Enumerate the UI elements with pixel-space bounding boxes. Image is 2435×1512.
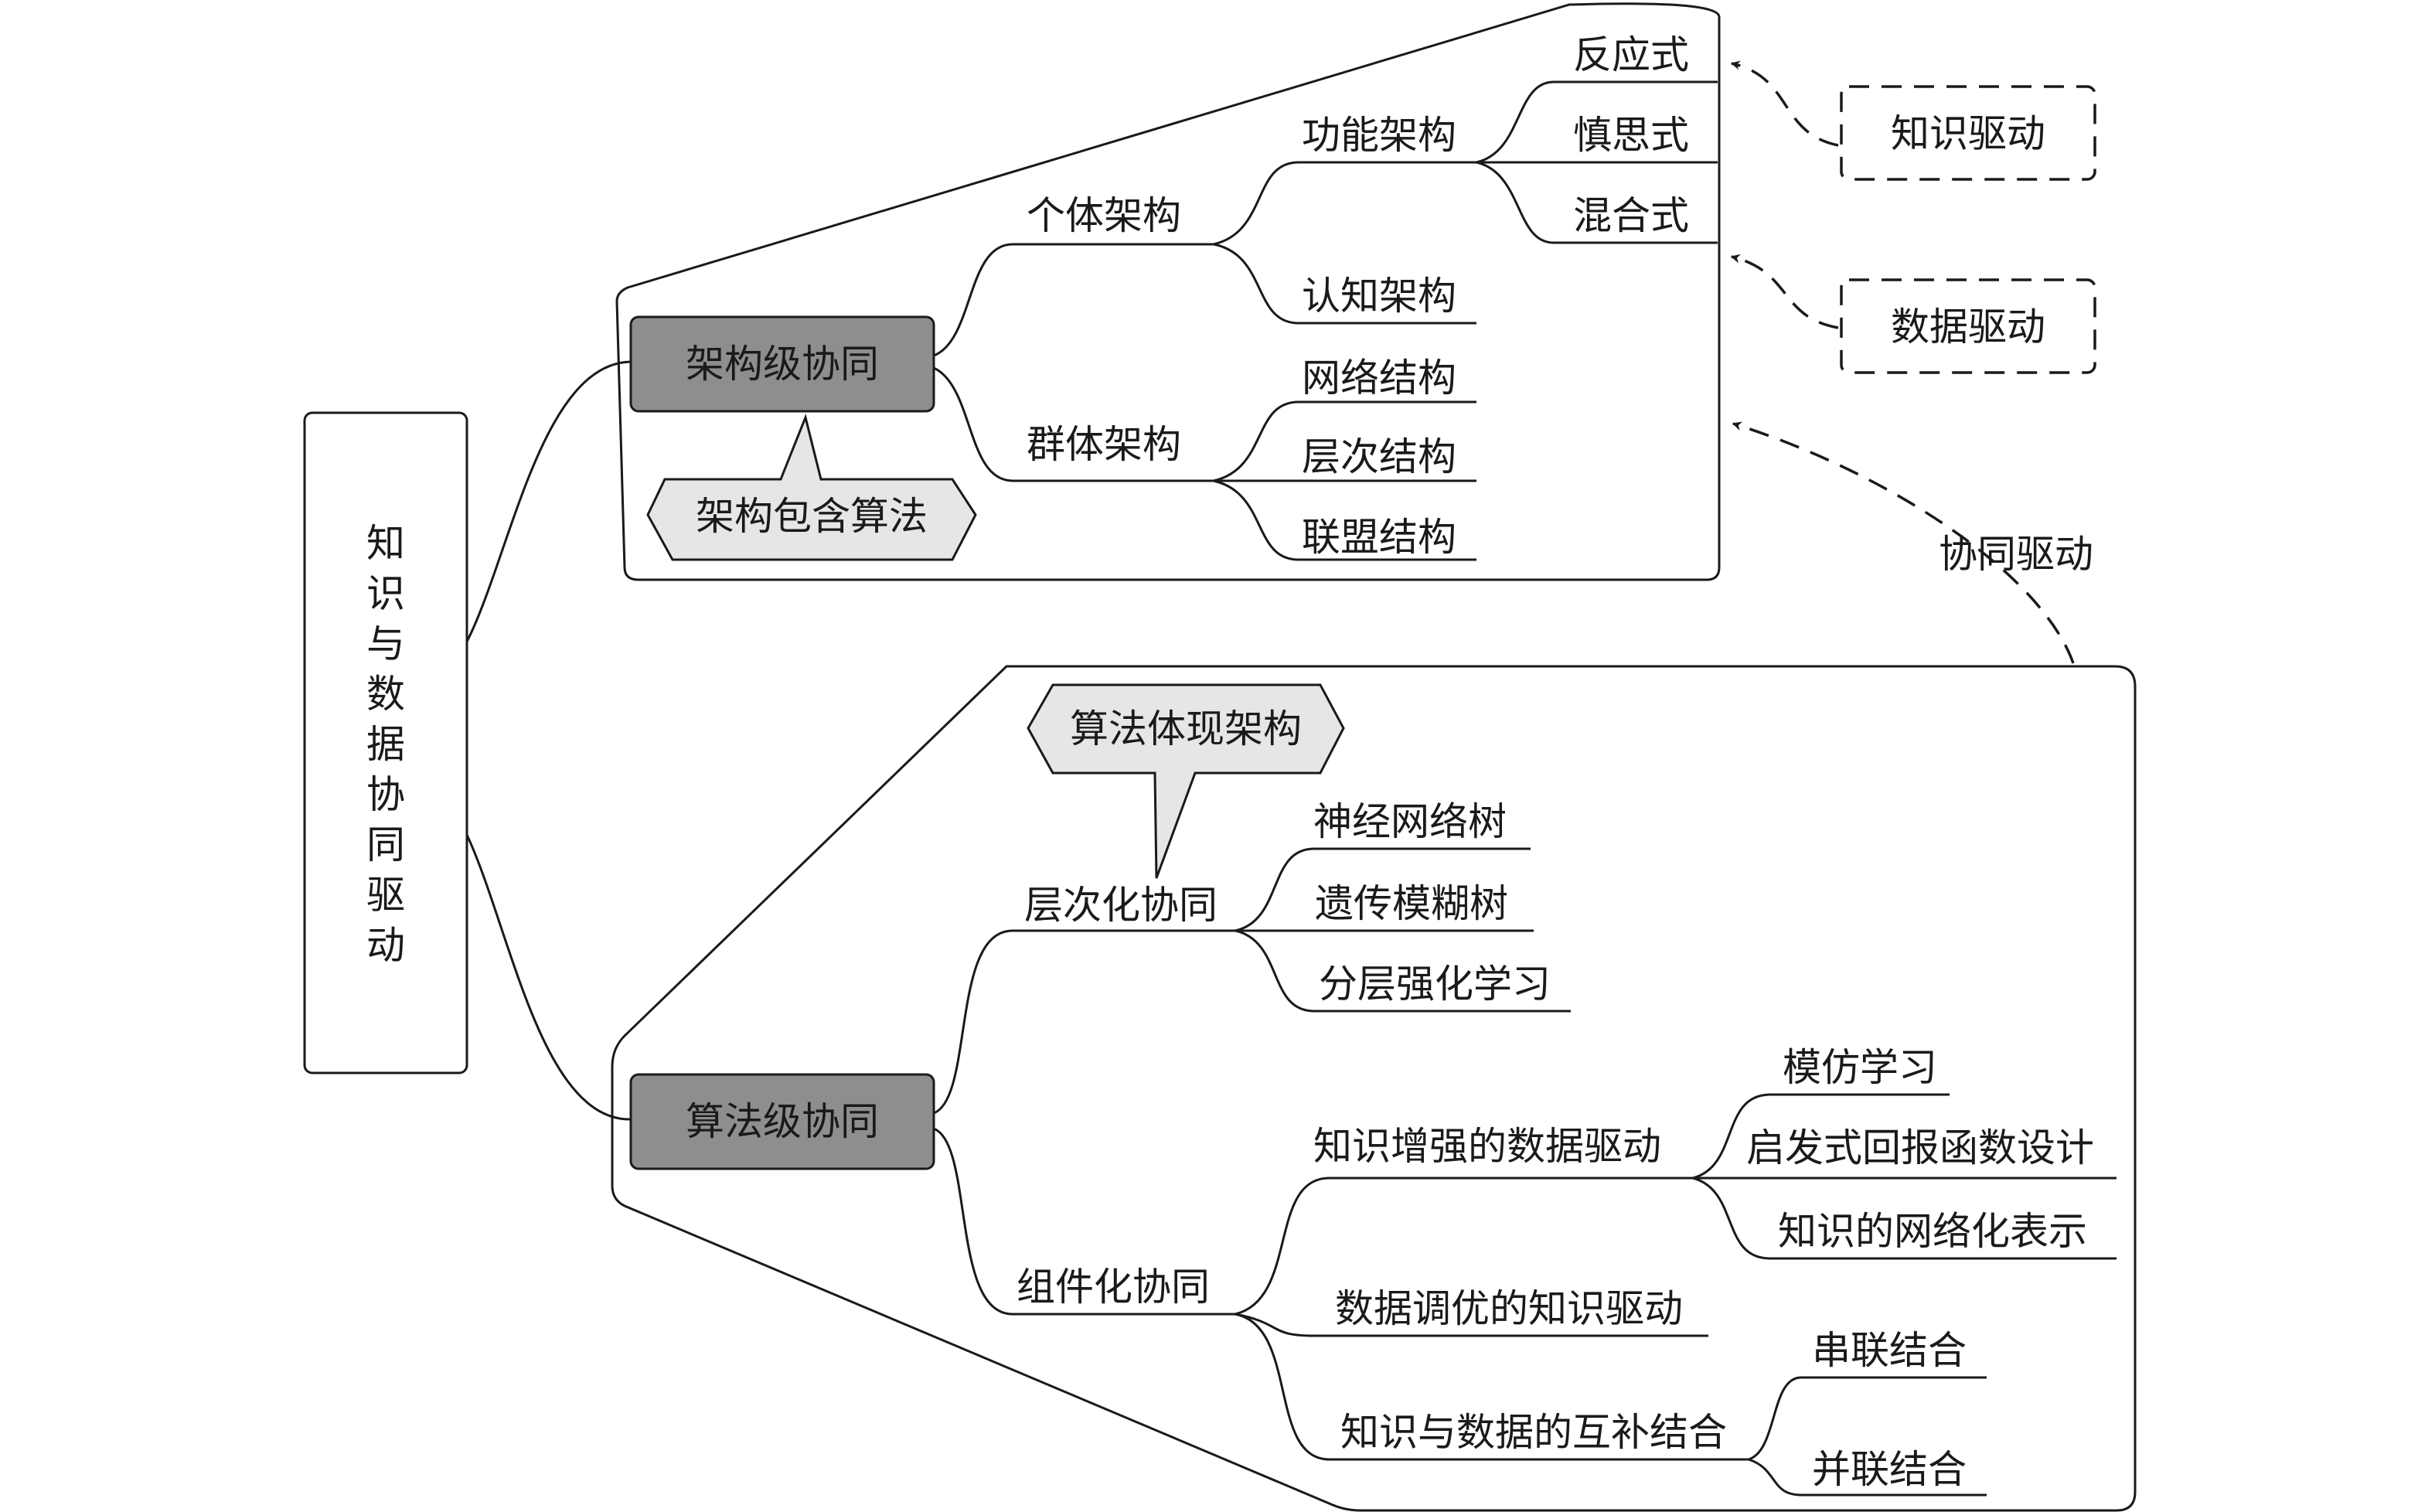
connector-individual-cognitive xyxy=(1213,243,1476,325)
root-char: 驱 xyxy=(366,873,405,918)
connector-knowledge-enhanced-item xyxy=(1692,1093,1950,1180)
knowledge-driven-node: 知识驱动 xyxy=(1840,85,2096,181)
connector-group-network xyxy=(1213,400,1476,482)
hierarchical-item: 神经网络树 xyxy=(1313,799,1507,844)
connector-root-algorithm xyxy=(465,834,632,1121)
functional-item: 反应式 xyxy=(1573,32,1689,77)
knowledge-driven-arrow xyxy=(1730,60,1839,147)
algorithm-title: 算法级协同 xyxy=(686,1099,879,1144)
architecture-frame xyxy=(615,2,1721,581)
knowledge-driven-label: 知识驱动 xyxy=(1891,111,2045,156)
hierarchical-item: 分层强化学习 xyxy=(1319,962,1551,1006)
data-tuned-label: 数据调优的知识驱动 xyxy=(1335,1286,1683,1331)
connector-complementary-item xyxy=(1748,1458,1987,1497)
connector-complementary-item xyxy=(1748,1376,1987,1461)
cognitive-architecture-label: 认知架构 xyxy=(1302,274,1456,318)
connector-architecture-individual xyxy=(933,243,1214,357)
hierarchical-synergy-label: 层次化协同 xyxy=(1024,883,1218,928)
group-item: 联盟结构 xyxy=(1302,515,1456,560)
connector-root-architecture xyxy=(465,360,632,642)
complementary-item: 串联结合 xyxy=(1812,1328,1967,1373)
root-char: 据 xyxy=(366,722,405,767)
data-driven-arrow xyxy=(1730,254,1839,329)
architecture-callout-text: 架构包含算法 xyxy=(696,494,928,539)
connector-component-knowledge-enhanced xyxy=(1235,1177,1693,1316)
connector-component-data-tuned xyxy=(1235,1313,1708,1337)
complementary-item: 并联结合 xyxy=(1812,1447,1967,1492)
knowledge-enhanced-item: 模仿学习 xyxy=(1783,1045,1937,1090)
connector-functional-reactive xyxy=(1476,80,1718,164)
algorithm-node: 算法级协同 xyxy=(629,1073,935,1170)
functional-item: 混合式 xyxy=(1573,193,1689,238)
architecture-title: 架构级协同 xyxy=(686,342,879,387)
architecture-callout: 架构包含算法 xyxy=(646,414,977,561)
algorithm-callout-text: 算法体现架构 xyxy=(1070,707,1302,751)
knowledge-enhanced-item: 启发式回报函数设计 xyxy=(1746,1125,2094,1170)
root-node: 知 识 与 数 据 协 同 驱 动 xyxy=(303,411,468,1074)
complementary-label: 知识与数据的互补结合 xyxy=(1340,1410,1727,1455)
knowledge-enhanced-item: 知识的网络化表示 xyxy=(1778,1209,2087,1254)
data-driven-node: 数据驱动 xyxy=(1840,278,2096,374)
algorithm-callout: 算法体现架构 xyxy=(1027,683,1345,879)
root-char: 协 xyxy=(366,772,405,817)
root-char: 与 xyxy=(366,621,405,666)
group-item: 网络结构 xyxy=(1302,356,1456,400)
connector-algorithm-hierarchical xyxy=(933,929,1235,1115)
synergy-driven-label: 协同驱动 xyxy=(1939,532,2093,577)
root-char: 识 xyxy=(366,571,405,616)
root-char: 动 xyxy=(366,923,405,968)
connector-architecture-group xyxy=(933,366,1214,482)
functional-architecture-label: 功能架构 xyxy=(1302,113,1456,158)
hierarchical-item: 遗传模糊树 xyxy=(1315,881,1508,926)
connector-knowledge-enhanced-item xyxy=(1692,1177,2117,1260)
connector-algorithm-component xyxy=(933,1127,1235,1316)
connector-group-alliance xyxy=(1213,479,1476,561)
individual-architecture-label: 个体架构 xyxy=(1027,193,1181,238)
knowledge-enhanced-label: 知识增强的数据驱动 xyxy=(1313,1124,1661,1169)
root-char: 数 xyxy=(366,672,405,717)
connector-component-complementary xyxy=(1235,1313,1749,1461)
connector-functional-hybrid xyxy=(1476,161,1718,244)
connector-hierarchical-item xyxy=(1235,929,1571,1013)
root-char: 同 xyxy=(366,822,405,867)
component-synergy-label: 组件化协同 xyxy=(1017,1265,1210,1309)
architecture-node: 架构级协同 xyxy=(629,315,935,413)
synergy-driven-arrow xyxy=(1732,421,2075,664)
algorithm-frame xyxy=(611,665,2137,1512)
connector-hierarchical-item xyxy=(1235,847,1531,932)
group-item: 层次结构 xyxy=(1302,434,1456,479)
connector-individual-functional xyxy=(1213,161,1476,246)
root-char: 知 xyxy=(366,521,405,566)
functional-item: 慎思式 xyxy=(1573,113,1689,158)
group-architecture-label: 群体架构 xyxy=(1027,422,1181,467)
data-driven-label: 数据驱动 xyxy=(1891,305,2045,349)
